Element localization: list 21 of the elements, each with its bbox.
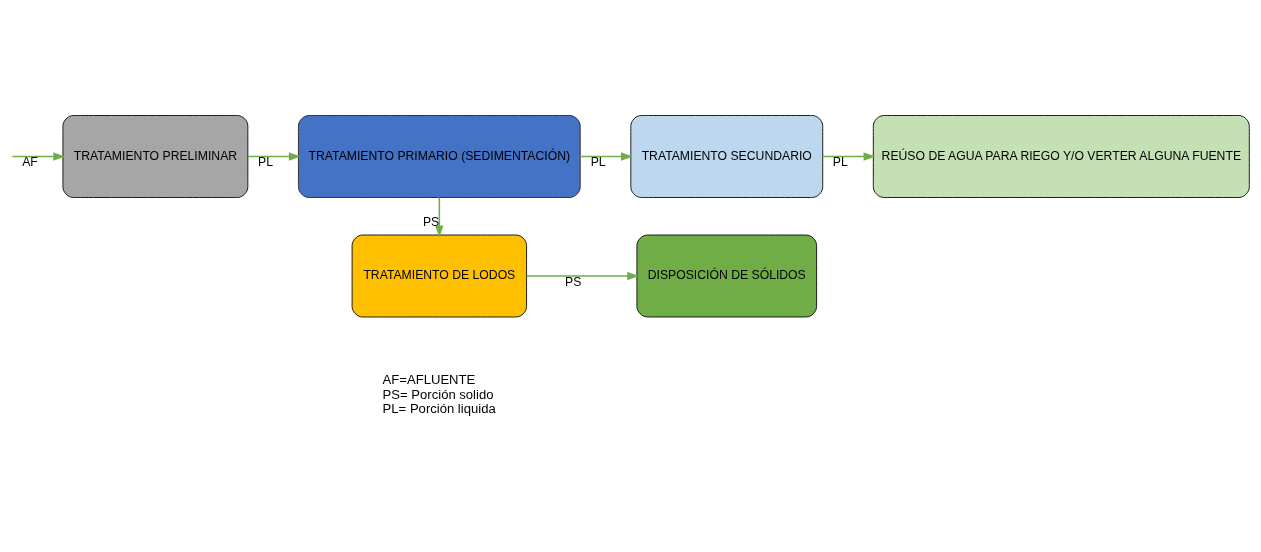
label: AF=AFLUENTE — [382, 371, 476, 387]
edge-label: PL — [258, 155, 274, 170]
label: PL= Porción liquida — [382, 401, 496, 417]
node-box: TRATAMIENTO PRELIMINAR — [62, 115, 249, 198]
arrow — [579, 152, 633, 161]
node-box: TRATAMIENTO PRIMARIO (SEDIMENTACIÓN) — [298, 115, 581, 198]
node-box: TRATAMIENTO DE LODOS — [351, 234, 527, 318]
edge-label: PL — [590, 155, 606, 170]
node-box: DISPOSICIÓN DE SÓLIDOS — [636, 234, 818, 318]
arrow — [435, 196, 444, 238]
label: PS= Porción solido — [382, 386, 494, 402]
arrow — [525, 271, 640, 281]
edge-label: PS — [422, 215, 440, 230]
node-box: TRATAMIENTO SECUNDARIO — [630, 115, 824, 198]
edge-label: PL — [832, 155, 848, 170]
arrow — [822, 152, 876, 161]
node-box: REÚSO DE AGUA PARA RIEGO Y/O VERTER ALGUNA FUENTE — [872, 115, 1250, 198]
edge-label: AF — [22, 155, 38, 170]
arrow — [247, 152, 301, 161]
edge-label: PS — [565, 274, 582, 289]
arrow — [11, 152, 66, 161]
